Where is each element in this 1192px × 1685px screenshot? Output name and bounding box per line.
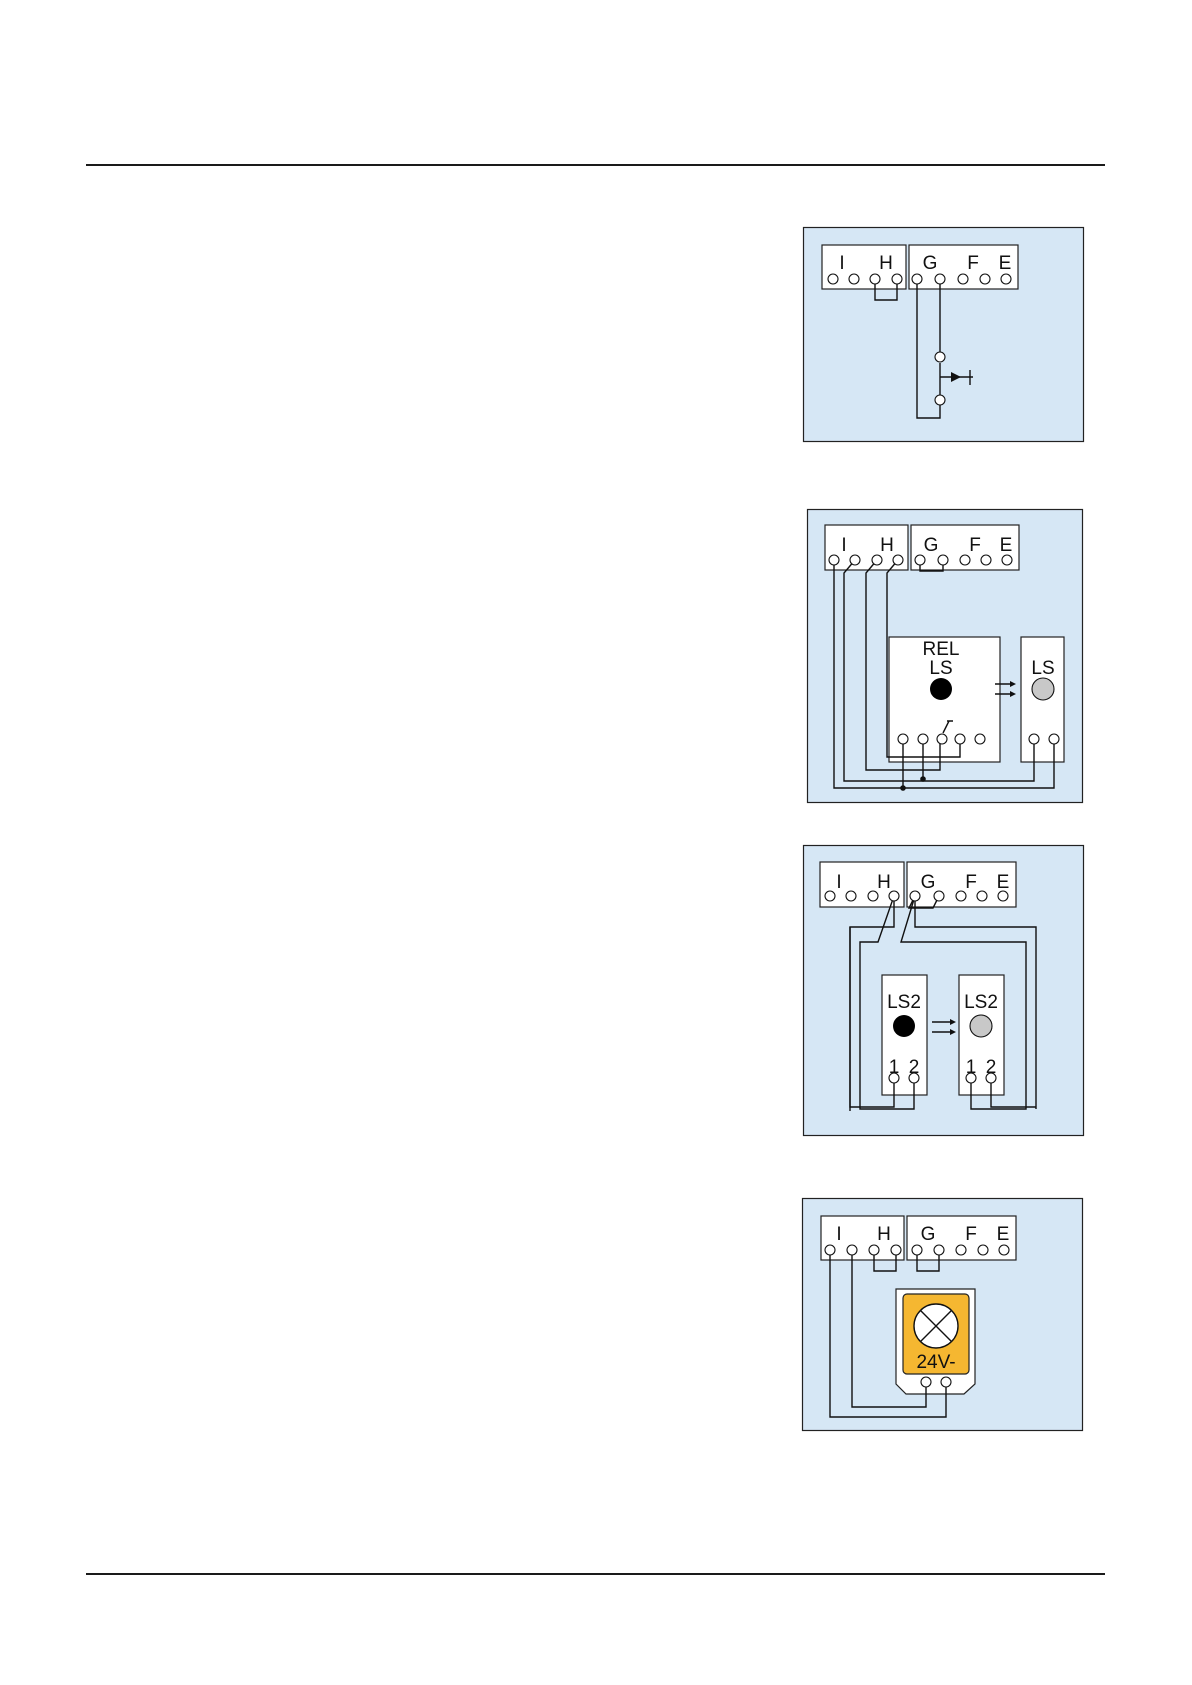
ls2-receiver-label: LS2 <box>964 992 998 1013</box>
relay-label-line2: LS <box>929 658 952 679</box>
terminal-label-e: E <box>997 872 1010 893</box>
terminal-label-g: G <box>921 1224 936 1245</box>
terminal-label-h: H <box>877 1224 891 1245</box>
relay-label-line1: REL <box>923 639 960 660</box>
top-rule <box>86 164 1105 166</box>
terminal-row <box>825 1245 1009 1255</box>
terminal-row <box>829 555 1012 565</box>
terminal-label-h: H <box>879 253 893 274</box>
relay-emitter <box>930 678 952 700</box>
junction-dot <box>920 776 926 782</box>
terminal-label-f: F <box>965 872 977 893</box>
terminal-label-i: I <box>836 872 841 893</box>
terminal-label-g: G <box>921 872 936 893</box>
ls2-receiver-lens <box>970 1015 992 1037</box>
terminal-label-g: G <box>923 253 938 274</box>
wiring-diagram-1: I H G F E <box>803 227 1084 442</box>
sensor-label: LS <box>1031 658 1054 679</box>
terminal-label-f: F <box>967 253 979 274</box>
switch-terminal-top <box>935 352 945 362</box>
switch-terminal-bottom <box>935 395 945 405</box>
ls2-emitter-label: LS2 <box>887 992 921 1013</box>
wiring-diagram-4: I H G F E 24V- <box>802 1198 1083 1431</box>
sensor-receiver <box>1032 678 1054 700</box>
terminal-label-f: F <box>969 535 981 556</box>
bottom-rule <box>86 1573 1105 1575</box>
terminal-label-i: I <box>836 1224 841 1245</box>
terminal-label-g: G <box>924 535 939 556</box>
terminal-label-h: H <box>877 872 891 893</box>
terminal-label-e: E <box>999 253 1012 274</box>
wiring-diagram-2: I H G F E REL LS LS <box>807 509 1083 803</box>
wiring-diagram-3: I H G F E LS2 1 2 LS2 1 2 <box>803 845 1084 1136</box>
junction-dot <box>900 785 906 791</box>
terminal-label-i: I <box>839 253 844 274</box>
terminal-label-h: H <box>880 535 894 556</box>
terminal-label-i: I <box>841 535 846 556</box>
ls2-emitter-lens <box>893 1015 915 1037</box>
terminal-row <box>825 891 1008 901</box>
terminal-label-e: E <box>997 1224 1010 1245</box>
terminal-row <box>828 274 1011 284</box>
terminal-label-e: E <box>1000 535 1013 556</box>
terminal-label-f: F <box>965 1224 977 1245</box>
lamp-voltage-label: 24V- <box>916 1352 955 1373</box>
